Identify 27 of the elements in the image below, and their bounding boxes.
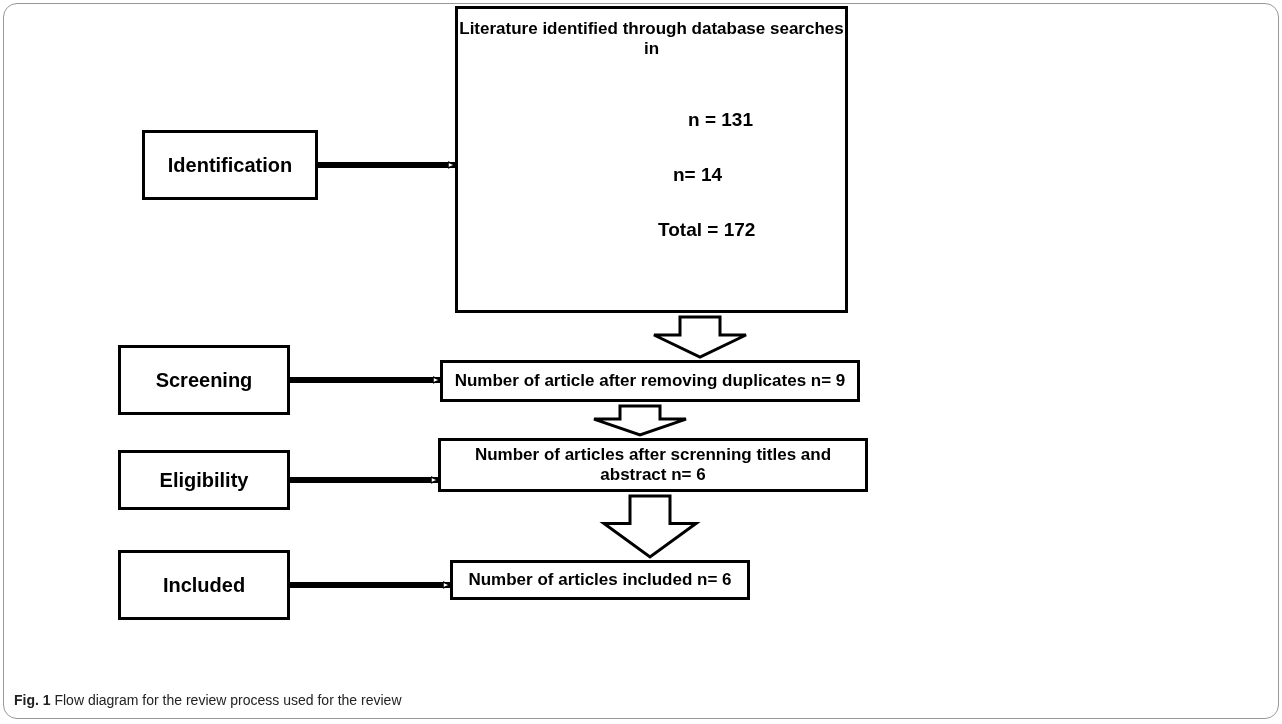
arrow <box>290 581 451 589</box>
figure-caption: Fig. 1 Flow diagram for the review process used for the review <box>14 692 402 708</box>
block-arrow <box>599 494 701 559</box>
box-label: Identification <box>166 153 294 177</box>
process-box <box>455 6 848 313</box>
count-label: n= 14 <box>673 164 723 186</box>
arrow <box>318 161 456 169</box>
box-label: Included <box>161 573 247 597</box>
count-label: n = 131 <box>688 109 753 131</box>
process-box <box>438 438 868 492</box>
process-box <box>450 560 750 600</box>
stage-box <box>142 130 318 200</box>
stage-box <box>118 550 290 620</box>
stage-box <box>118 345 290 415</box>
arrow <box>290 476 439 484</box>
block-arrow <box>592 404 688 437</box>
box-label: Literature identified through database searches in <box>458 19 845 59</box>
count-label: Total = 172 <box>658 219 756 241</box>
box-label: Screening <box>154 368 254 392</box>
stage-box <box>118 450 290 510</box>
process-box <box>440 360 860 402</box>
box-label: Eligibility <box>158 468 250 492</box>
box-label: Number of articles included n= 6 <box>467 570 733 590</box>
box-label: Number of articles after screnning titles and abstract n= 6 <box>473 445 833 485</box>
box-label: Number of article after removing duplicates n= 9 <box>453 371 847 391</box>
arrow <box>290 376 441 384</box>
block-arrow <box>652 315 748 359</box>
